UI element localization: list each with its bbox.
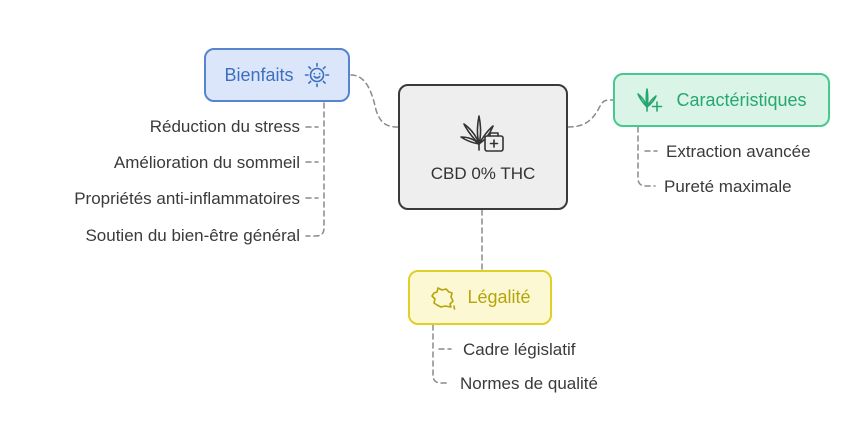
- features-node[interactable]: Caractéristiques: [613, 73, 830, 127]
- connector-features-items: [637, 126, 656, 187]
- france-map-icon: [429, 285, 457, 311]
- benefit-item: Réduction du stress: [149, 117, 300, 136]
- connector-benefits-items: [305, 102, 325, 237]
- connector-center-features: [567, 99, 614, 128]
- center-node[interactable]: CBD 0% THC: [398, 84, 568, 210]
- features-label: Caractéristiques: [676, 89, 807, 110]
- benefit-item: Propriétés anti-inflammatoires: [74, 189, 300, 208]
- connector-center-benefits: [350, 74, 399, 128]
- feature-item: Pureté maximale: [664, 177, 792, 196]
- benefit-item: Amélioration du sommeil: [113, 153, 300, 172]
- cannabis-plus-icon: [636, 87, 664, 113]
- legal-item: Normes de qualité: [460, 374, 598, 393]
- cannabis-medkit-icon: [459, 110, 507, 156]
- legal-node[interactable]: Légalité: [408, 270, 552, 325]
- legal-label: Légalité: [467, 287, 531, 307]
- feature-item: Extraction avancée: [666, 142, 811, 161]
- sun-icon: [304, 62, 330, 88]
- benefits-node[interactable]: Bienfaits: [204, 48, 350, 102]
- connector-legal-items: [432, 324, 451, 384]
- legal-item: Cadre législatif: [463, 340, 576, 359]
- center-label: CBD 0% THC: [430, 164, 536, 183]
- benefit-item: Soutien du bien-être général: [85, 226, 300, 245]
- benefits-label: Bienfaits: [224, 64, 294, 85]
